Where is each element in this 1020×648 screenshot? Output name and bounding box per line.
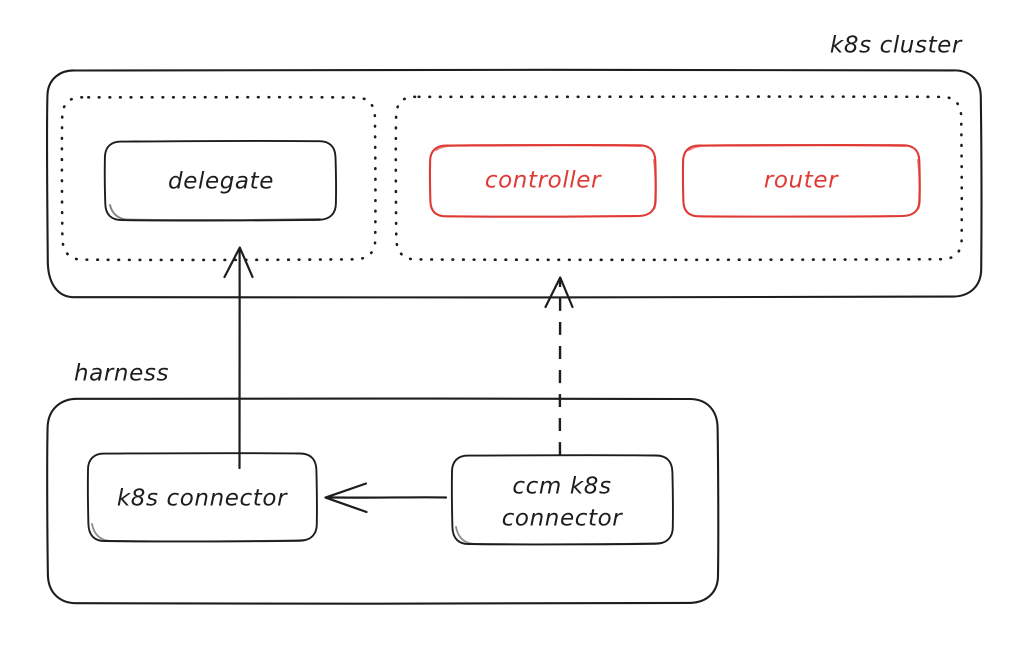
node-router[interactable]: router xyxy=(681,144,921,218)
node-delegate[interactable]: delegate xyxy=(103,139,337,222)
services-zone-border xyxy=(394,95,964,262)
edge-ccm-to-services-zone-arrowhead xyxy=(544,276,574,309)
delegate-box-sketch-overlay xyxy=(109,204,321,222)
k8s-connector-box-fill xyxy=(88,453,317,542)
router-box-sketch-overlay xyxy=(687,144,921,210)
controller-box-fill xyxy=(430,145,656,216)
edge-ccm-to-k8s-connector[interactable] xyxy=(324,482,448,514)
group-k8s-cluster[interactable] xyxy=(45,68,983,299)
edge-ccm-to-k8s-connector-arrowhead xyxy=(324,482,368,514)
controller-box-sketch-overlay xyxy=(434,144,657,210)
router-label: router xyxy=(764,168,839,194)
k8s-cluster-border xyxy=(45,68,983,299)
edge-k8s-connector-to-delegate-arrowhead xyxy=(223,246,254,279)
k8s-connector-label: k8s connector xyxy=(117,486,288,512)
ccm-k8s-connector-label-line1: ccm k8s xyxy=(512,474,611,500)
harness-caption: harness xyxy=(74,361,169,387)
node-k8s-connector[interactable]: k8s connector xyxy=(86,452,318,543)
k8s-cluster-caption: k8s cluster xyxy=(830,33,963,59)
edge-ccm-to-services-zone[interactable] xyxy=(544,276,574,456)
node-controller[interactable]: controller xyxy=(428,144,657,218)
group-services-zone[interactable] xyxy=(394,95,964,262)
ccm-k8s-connector-label-line2: connector xyxy=(502,506,624,532)
ccm-k8s-connector-box-fill xyxy=(452,455,673,545)
node-ccm-k8s-connector[interactable]: ccm k8s connector xyxy=(450,454,674,546)
ccm-k8s-connector-box-sketch-overlay xyxy=(455,526,663,546)
delegate-label: delegate xyxy=(168,169,274,195)
edge-k8s-connector-to-delegate[interactable] xyxy=(223,246,254,470)
router-box-fill xyxy=(683,145,920,216)
k8s-connector-box-sketch-overlay xyxy=(91,523,306,543)
controller-label: controller xyxy=(485,168,602,194)
delegate-box-fill xyxy=(105,141,336,220)
